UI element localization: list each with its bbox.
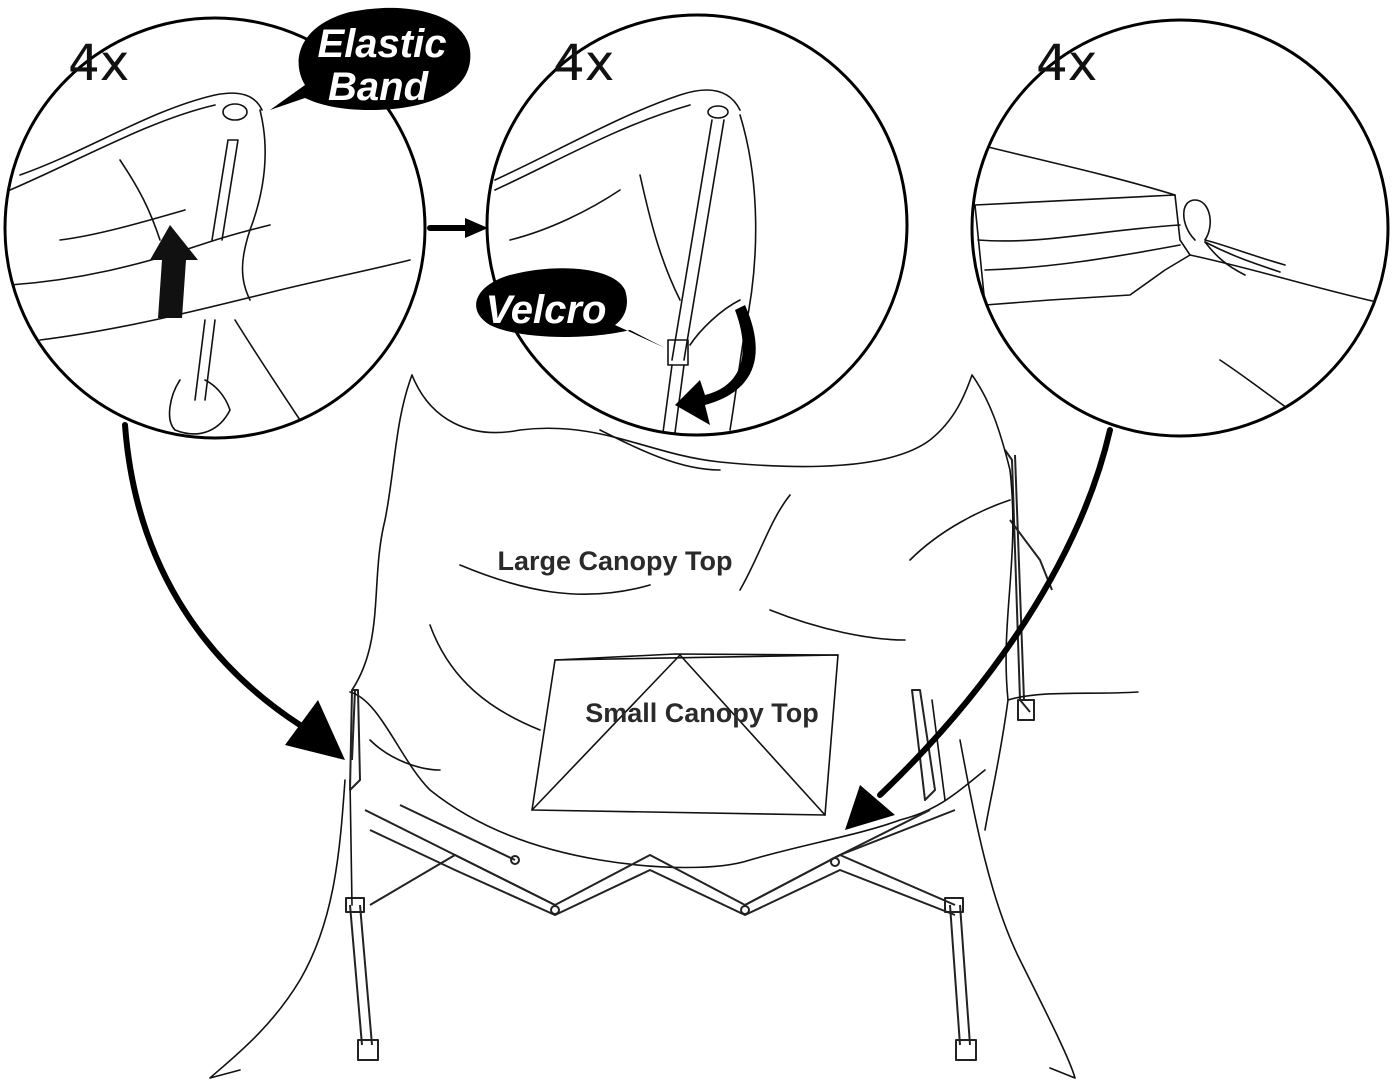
pointer-arrow-left bbox=[125, 425, 345, 760]
velcro-bubble: Velcro bbox=[476, 268, 665, 348]
tie-down-detail bbox=[975, 145, 1390, 410]
callout-3-count: 4x bbox=[1036, 34, 1097, 92]
front-left-leg bbox=[210, 780, 378, 1078]
small-canopy-label: Small Canopy Top bbox=[585, 698, 819, 728]
callout-tie-down: 4x bbox=[972, 20, 1390, 436]
front-right-leg bbox=[932, 700, 1075, 1078]
large-canopy-label: Large Canopy Top bbox=[497, 546, 732, 576]
elastic-band-detail bbox=[10, 93, 410, 434]
pointer-arrow-right bbox=[845, 430, 1110, 830]
callout-2-count: 4x bbox=[553, 34, 614, 92]
elastic-band-label-line2: Band bbox=[328, 65, 430, 109]
elastic-band-bubble: Elastic Band bbox=[270, 8, 470, 110]
canopy-scene: Large Canopy Top Small Canopy Top bbox=[210, 375, 1138, 1078]
small-canopy-panel bbox=[532, 654, 838, 815]
elastic-band-label-line1: Elastic bbox=[318, 22, 447, 66]
callout-velcro: 4x Velcro bbox=[476, 15, 907, 440]
velcro-label: Velcro bbox=[486, 288, 607, 332]
step-arrow-right bbox=[430, 218, 488, 238]
callout-elastic-band: 4x Elastic Band bbox=[5, 8, 470, 438]
callout-1-count: 4x bbox=[68, 34, 129, 92]
velcro-detail bbox=[495, 90, 756, 440]
